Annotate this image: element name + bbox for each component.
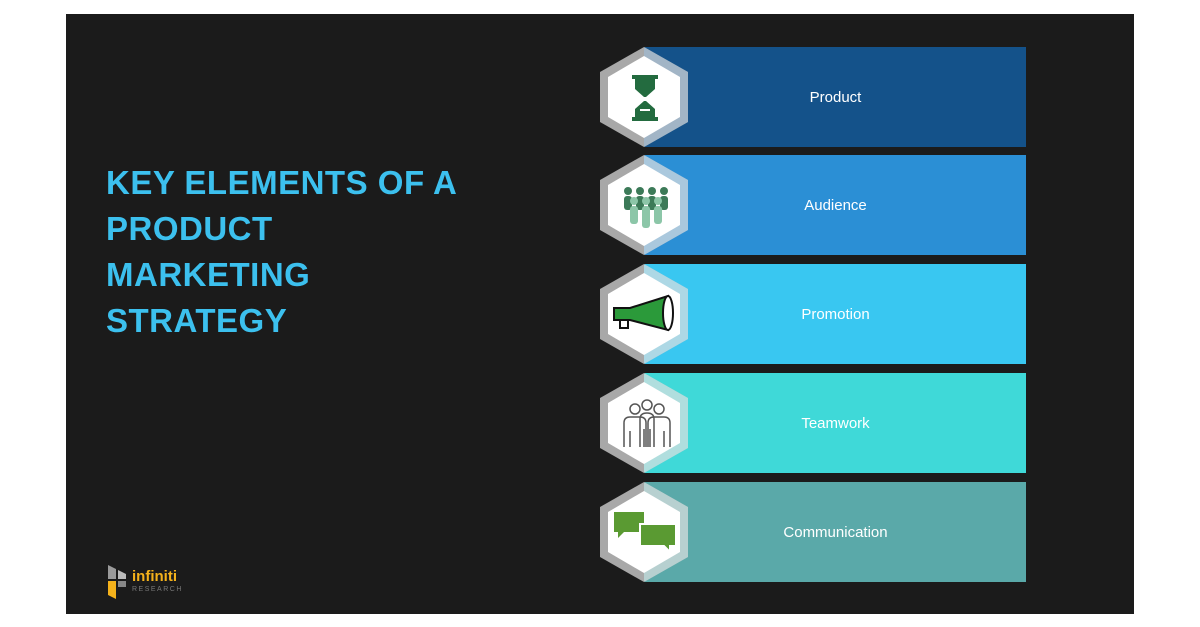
title-line: PRODUCT	[106, 210, 273, 247]
element-row-product: Product	[600, 47, 1026, 147]
element-label: Teamwork	[801, 414, 870, 432]
crowd-icon	[600, 155, 688, 255]
element-bar: Communication	[645, 482, 1026, 582]
element-label: Product	[809, 88, 862, 106]
element-bar: Teamwork	[645, 373, 1026, 473]
logo-sub: RESEARCH	[132, 586, 183, 593]
megaphone-icon	[600, 264, 688, 364]
logo-name: infiniti	[132, 568, 177, 585]
team-icon	[600, 373, 688, 473]
title-line: STRATEGY	[106, 302, 288, 339]
element-row-communication: Communication	[600, 482, 1026, 582]
element-row-promotion: Promotion	[600, 264, 1026, 364]
logo-mark-icon	[108, 565, 126, 599]
element-bar: Audience	[645, 155, 1026, 255]
element-row-audience: Audience	[600, 155, 1026, 255]
element-bar: Product	[645, 47, 1026, 147]
page-title: KEY ELEMENTS OF A PRODUCT MARKETING STRA…	[106, 160, 457, 344]
element-row-teamwork: Teamwork	[600, 373, 1026, 473]
title-line: MARKETING	[106, 256, 311, 293]
hourglass-icon	[600, 47, 688, 147]
element-label: Promotion	[801, 305, 870, 323]
element-label: Communication	[783, 523, 888, 541]
chat-bubbles-icon	[600, 482, 688, 582]
title-line: KEY ELEMENTS OF A	[106, 164, 458, 201]
element-label: Audience	[804, 196, 867, 214]
infiniti-logo: infiniti RESEARCH	[106, 565, 181, 604]
element-bar: Promotion	[645, 264, 1026, 364]
